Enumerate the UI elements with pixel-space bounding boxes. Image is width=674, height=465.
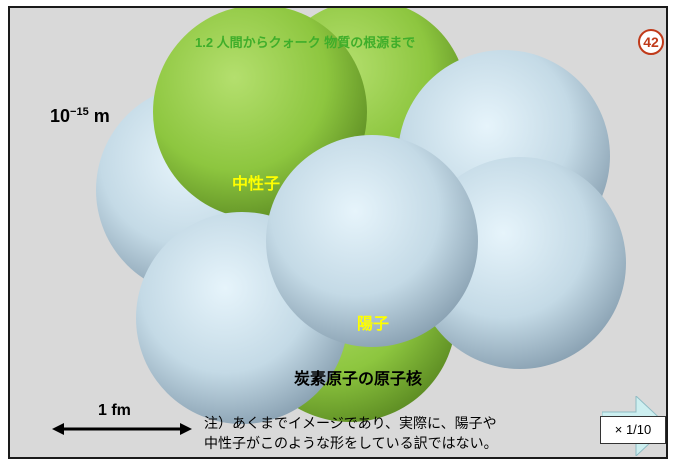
scale-exponent: −15 <box>70 106 89 118</box>
scale-bar-label: 1 fm <box>98 402 131 419</box>
slide-panel: 1.2 人間からクォーク 物質の根源まで 42 10−15 m 中性子 陽子 炭… <box>8 6 668 459</box>
note-line: 注）あくまでイメージであり、実際に、陽子や <box>204 415 497 431</box>
disclaimer-note: 注）あくまでイメージであり、実際に、陽子や 中性子がこのような形をしている訳では… <box>204 413 498 453</box>
proton-sphere <box>266 135 478 347</box>
proton-label: 陽子 <box>357 316 390 333</box>
scale-base: 10 <box>50 106 71 126</box>
zoom-factor-button[interactable]: × 1/10 <box>600 416 666 444</box>
neutron-label: 中性子 <box>232 176 281 193</box>
carbon-nucleus-illustration <box>96 8 626 424</box>
page-number-badge: 42 <box>638 29 664 55</box>
scale-label: 10−15 m <box>50 106 110 127</box>
nucleus-caption: 炭素原子の原子核 <box>294 371 423 388</box>
note-line: 中性子がこのような形をしている訳ではない。 <box>204 435 498 451</box>
scale-unit: m <box>93 106 110 126</box>
slide-title: 1.2 人間からクォーク 物質の根源まで <box>195 35 416 50</box>
double-headed-arrow-icon <box>52 423 192 435</box>
